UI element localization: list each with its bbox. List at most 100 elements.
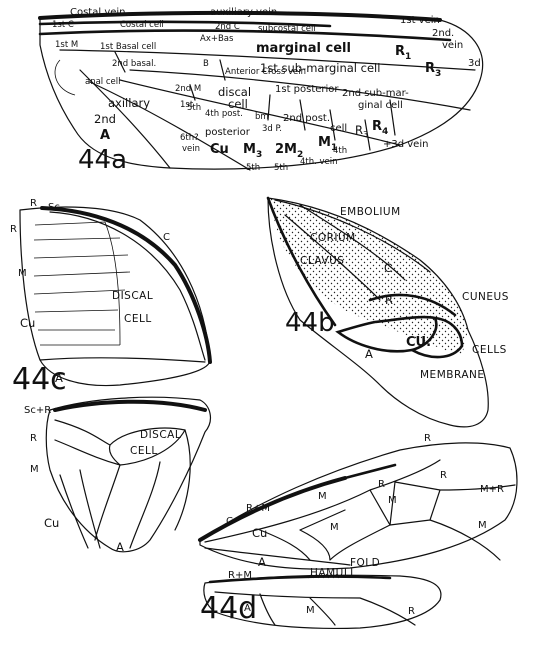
wing-44c-upper-anal <box>39 357 206 363</box>
first-c-label: 1st C <box>52 20 74 30</box>
m-label-44c: M <box>18 268 27 279</box>
sc-r-label-44c: Sc+R <box>24 405 51 416</box>
figure-44a-number: 44a <box>78 145 127 175</box>
embolium-label: EMBOLIUM <box>340 206 401 218</box>
r-top-label-44d: R <box>424 433 431 444</box>
r4-label: R4 <box>372 119 388 137</box>
a-label-44c-lower: A <box>116 540 124 554</box>
axillary-label: axillary <box>108 96 150 110</box>
wing-44c-upper-outline <box>19 206 211 387</box>
m2-label: 2M2 <box>275 142 303 160</box>
r-vein <box>284 214 381 301</box>
r-label-44c-lower: R <box>30 433 37 444</box>
second-basal-label: 2nd basal. <box>112 59 156 69</box>
r3b-label: R3 <box>355 123 368 139</box>
a2-label-44d: A <box>244 603 251 614</box>
discal-label-a: discal <box>218 85 251 99</box>
figure-44c-lower-wing: Sc+R R DISCAL CELL M Cu A <box>24 396 212 554</box>
wing-44c-lower-costa <box>53 399 207 412</box>
wing-44c-upper-veins <box>33 221 131 346</box>
discal-label-b-44c-lower: CELL <box>130 445 158 457</box>
sc-label-44c: Sc <box>48 202 60 213</box>
ax-bas-label: Ax+Bas <box>200 34 234 44</box>
r2-label-44d: R <box>408 606 415 617</box>
r-left-label-44c: R <box>10 224 17 235</box>
fourth-vein-label: 4th. vein <box>300 157 338 167</box>
wing-44c-lower-outline <box>45 396 212 553</box>
m-top-label-44d: M <box>318 491 327 502</box>
c-label-44c: C <box>163 232 170 243</box>
a-label-44b: A <box>365 347 373 361</box>
hindwing-44d-costa <box>208 575 392 584</box>
clavus-suture <box>266 196 337 327</box>
discal-label-b-44c: CELL <box>124 313 152 325</box>
a-label-44d: A <box>258 555 266 569</box>
figure-44d-number: 44d <box>200 591 257 626</box>
embolium-line <box>274 199 431 273</box>
discal-cell-44c <box>108 427 186 466</box>
hindwing-44d-veins <box>214 591 416 626</box>
second-m-label: 2nd M <box>175 84 201 94</box>
third-d-vein-label: +3d vein <box>383 139 428 150</box>
bm-label: bm <box>255 112 269 122</box>
m-far-label-44d: M <box>478 520 487 531</box>
second-sub-marginal-a: 2nd sub-mar- <box>342 88 409 99</box>
forewing-44d-stigma <box>343 463 397 480</box>
auxiliary-vein-44a <box>38 20 332 28</box>
m-right-label-44d: M+R <box>480 484 504 495</box>
fourth-vein-44a <box>119 79 401 146</box>
r-m-label-44d: R+M <box>246 503 270 514</box>
a-big-label: A <box>100 128 110 143</box>
r-label: R <box>385 293 393 307</box>
clavus-label: CLAVUS <box>300 255 344 267</box>
cu-label-44c: Cu <box>20 316 35 330</box>
figure-44b-hemelytron: EMBOLIUM CORIUM CLAVUS C R CUNEUS CU. CE… <box>266 196 509 428</box>
r1-label: R1 <box>395 44 411 62</box>
r-inner-label-44d: R <box>378 479 385 490</box>
forewing-44d-veins <box>204 459 516 566</box>
first-a-label: 1st <box>180 100 194 110</box>
third-d-label: 3d <box>468 58 481 69</box>
fifth-vein-44a <box>89 81 251 171</box>
anal-cell-label: anal cell <box>85 77 121 87</box>
fourth-a-label: 4th <box>333 146 347 156</box>
second-post-label: 2nd post. <box>283 113 330 124</box>
fifth-a-label: 5th <box>246 163 260 173</box>
discal-label-a-44c-lower: DISCAL <box>140 429 181 441</box>
forewing-44d-costa <box>198 476 347 542</box>
fifth-label: 5th <box>187 103 201 113</box>
sixth-vein-label: 6th? <box>180 133 199 143</box>
discal-label-b: cell <box>228 97 248 111</box>
first-m-label: 1st M <box>55 40 78 50</box>
second-nd-label: 2nd <box>94 112 116 126</box>
subcostal-cell-label: subcostal cell <box>258 24 316 34</box>
marginal-cell-label: marginal cell <box>256 41 351 56</box>
posterior-label: posterior <box>205 127 251 138</box>
hamuli-mark <box>307 573 343 579</box>
figure-44c-upper-wing: R Sc R C M DISCAL CELL Cu A 44c <box>10 198 212 397</box>
fourth-post-label: 4th post. <box>205 109 243 119</box>
hamuli-label-44d: HAMULI <box>310 567 354 579</box>
fold-label-44d: FOLD <box>350 557 380 569</box>
alula-44a <box>54 59 76 96</box>
cell-r-label: cell <box>330 123 347 134</box>
fifth-b-label: 5th <box>274 163 288 173</box>
cu-label-44b: CU. <box>406 335 431 350</box>
vein-label: vein <box>182 144 200 154</box>
costal-vein-44a <box>38 10 442 22</box>
first-basal-cell-label: 1st Basal cell <box>100 42 156 52</box>
second-c-label: 2nd C <box>215 22 240 32</box>
figure-44a-fly-wing: Costal vein auxiliary vein 1st C Costal … <box>38 7 484 175</box>
hemelytron-outline <box>267 197 489 428</box>
cu-label-44c-lower: Cu <box>44 516 59 530</box>
cross-veins-44a <box>114 51 396 151</box>
membrane-label: MEMBRANE <box>420 369 485 381</box>
first-sub-marginal-label: 1st sub-marginal cell <box>260 61 380 75</box>
figure-44c-number: 44c <box>12 362 67 397</box>
wing-44c-upper-costa <box>40 206 212 364</box>
m2-label-44d: M <box>306 605 315 616</box>
m3-label: M3 <box>243 142 262 160</box>
cuneus-label: CUNEUS <box>462 291 509 303</box>
a-label-44c: A <box>55 371 63 385</box>
m-label-44c-lower: M <box>30 464 39 475</box>
